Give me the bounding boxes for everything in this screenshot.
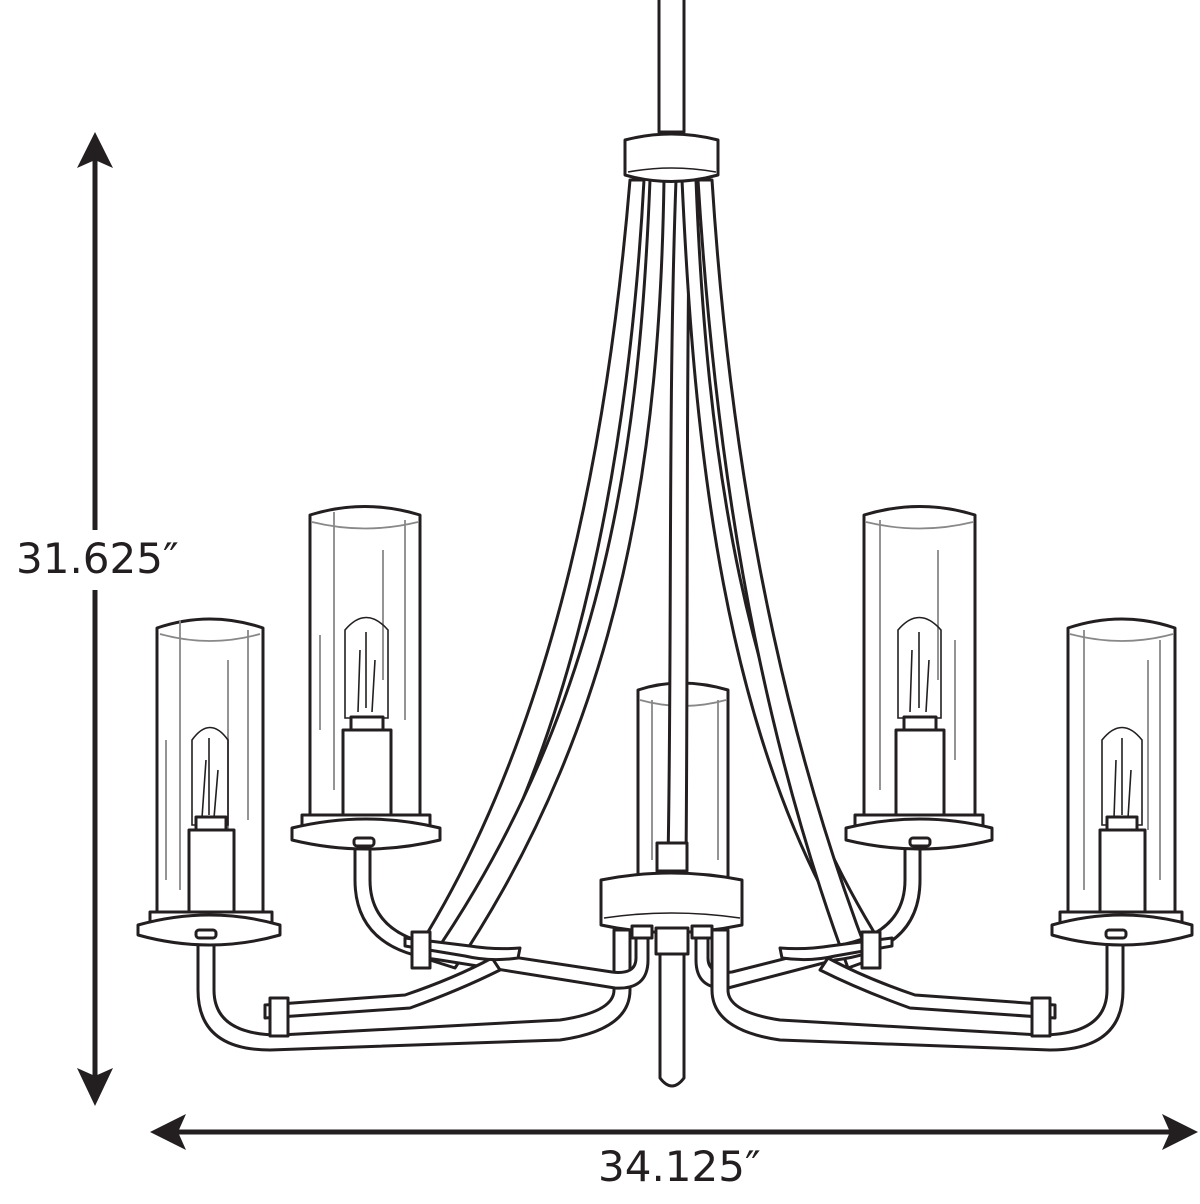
light-inner-left [290, 505, 442, 851]
center-hub [599, 841, 744, 934]
downrod [657, 0, 686, 134]
height-dimension-arrow [77, 132, 113, 1106]
height-dimension-label: 31.625″ [16, 534, 179, 584]
arms [196, 846, 1125, 1052]
canopy-collar [623, 132, 720, 183]
width-dimension-label: 34.125″ [598, 1142, 761, 1191]
light-far-left [136, 617, 282, 947]
bottom-finial [654, 926, 690, 1088]
light-inner-right [844, 505, 994, 851]
width-dimension-arrow [150, 1114, 1198, 1150]
light-far-right [1050, 617, 1194, 947]
